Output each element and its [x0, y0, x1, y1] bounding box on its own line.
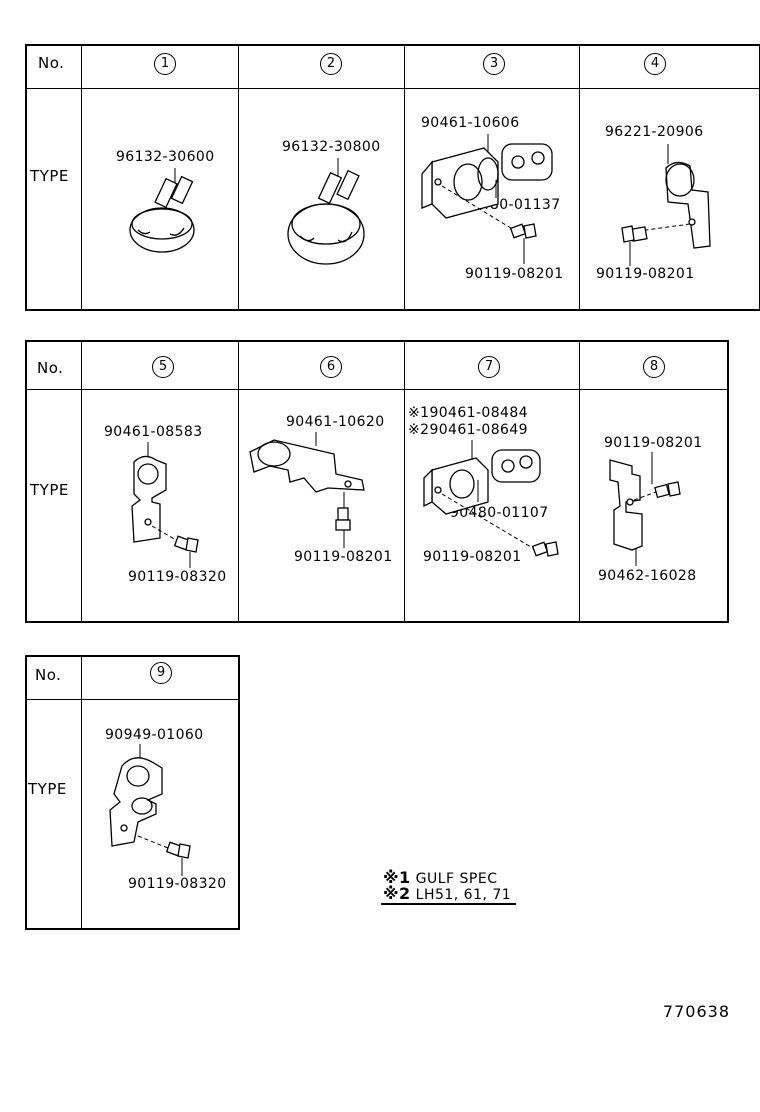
clamp-table-2: [25, 340, 729, 623]
part-number: 96132-30800: [282, 139, 381, 155]
note-1: ※1 GULF SPEC: [383, 868, 498, 887]
part-number: 90949-01060: [105, 727, 204, 743]
clamp-number-1: 1: [154, 53, 176, 75]
part-number: 90462-16028: [598, 568, 697, 584]
wire-clamp-drawing: [421, 134, 553, 264]
bracket-drawing: [609, 452, 681, 566]
no-header: No.: [38, 54, 65, 72]
part-number: 90119-08201: [465, 266, 564, 282]
hose-clamp-drawing: [129, 168, 195, 253]
part-number: 90119-08201: [423, 549, 522, 565]
part-number: 96221-20906: [605, 124, 704, 140]
note-mark: ※1: [383, 868, 411, 887]
part-number: 90461-10620: [286, 414, 385, 430]
note-2: ※2 LH51, 61, 71: [383, 884, 511, 903]
part-number: ※190461-08484: [408, 405, 528, 421]
single-clamp-drawing: [249, 432, 365, 548]
hose-clamp-drawing: [287, 158, 365, 265]
type-header: TYPE: [28, 780, 67, 798]
wire-clamp-drawing: [423, 440, 559, 557]
part-number: 90461-10606: [421, 115, 520, 131]
no-header: No.: [35, 666, 62, 684]
note-mark: ※2: [383, 884, 411, 903]
clamp-number-3: 3: [483, 53, 505, 75]
part-number: 90119-08320: [128, 569, 227, 585]
reference-number: 770638: [662, 1002, 730, 1021]
note-underline: [381, 903, 516, 905]
clamp-number-9: 9: [150, 662, 172, 684]
part-number: 96132-30600: [116, 149, 215, 165]
clamp-table-3: [25, 655, 240, 930]
part-number: 90461-08583: [104, 424, 203, 440]
part-number: 90480-01107: [450, 505, 549, 521]
clamp-number-8: 8: [643, 356, 665, 378]
no-header: No.: [37, 359, 64, 377]
part-number: 90119-08320: [128, 876, 227, 892]
type-header: TYPE: [30, 481, 69, 499]
double-clamp-drawing: [131, 442, 199, 568]
part-number: ※290461-08649: [408, 422, 528, 438]
clamp-number-4: 4: [644, 53, 666, 75]
double-clamp-drawing: [109, 744, 191, 876]
bracket-clamp-drawing: [621, 144, 711, 266]
clamp-number-6: 6: [320, 356, 342, 378]
type-header: TYPE: [30, 167, 69, 185]
note-text: GULF SPEC: [415, 871, 498, 887]
part-number: 90119-08201: [294, 549, 393, 565]
part-number: 90119-08201: [604, 435, 703, 451]
note-text: LH51, 61, 71: [415, 887, 512, 903]
clamp-number-5: 5: [152, 356, 174, 378]
clamp-number-7: 7: [478, 356, 500, 378]
clamp-number-2: 2: [320, 53, 342, 75]
part-number: 90119-08201: [596, 266, 695, 282]
